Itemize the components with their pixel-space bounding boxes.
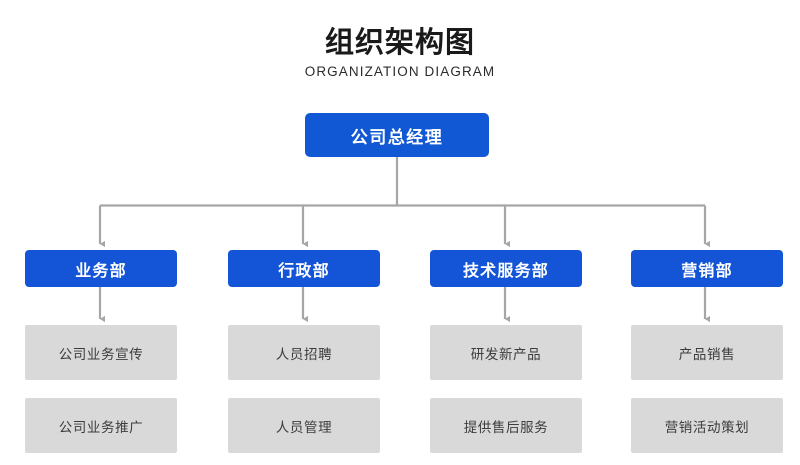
node-task-business-promotion-publicity[interactable]: 公司业务宣传 (25, 325, 177, 380)
node-task-personnel-recruitment[interactable]: 人员招聘 (228, 325, 380, 380)
node-task-marketing-campaign-planning[interactable]: 营销活动策划 (631, 398, 783, 453)
node-department-marketing[interactable]: 营销部 (631, 250, 783, 287)
node-task-business-expansion[interactable]: 公司业务推广 (25, 398, 177, 453)
node-department-business[interactable]: 业务部 (25, 250, 177, 287)
node-root-general-manager[interactable]: 公司总经理 (305, 113, 489, 157)
node-task-product-sales[interactable]: 产品销售 (631, 325, 783, 380)
page-subtitle: ORGANIZATION DIAGRAM (304, 64, 496, 79)
page-title: 组织架构图 (324, 27, 475, 59)
node-task-personnel-management[interactable]: 人员管理 (228, 398, 380, 453)
node-department-technical-service[interactable]: 技术服务部 (430, 250, 582, 287)
node-department-administration[interactable]: 行政部 (228, 250, 380, 287)
node-task-after-sales-service[interactable]: 提供售后服务 (430, 398, 582, 453)
title-block: 组织架构图 ORGANIZATION DIAGRAM (0, 26, 800, 81)
node-task-new-product-development[interactable]: 研发新产品 (430, 325, 582, 380)
